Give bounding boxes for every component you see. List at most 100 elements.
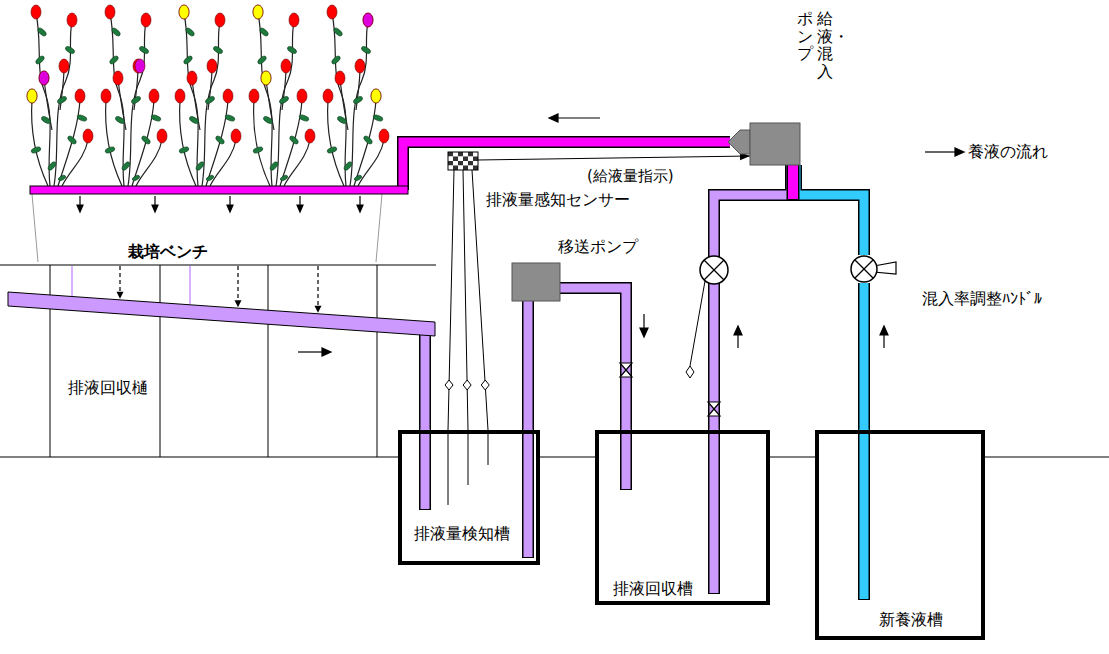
sensor-cell bbox=[458, 161, 463, 166]
pipe-outline bbox=[858, 283, 870, 430]
mixing-stub bbox=[788, 165, 798, 199]
cultivation-bench: 栽培ベンチ bbox=[30, 186, 408, 264]
text-holder: 栽培ベンチ bbox=[128, 242, 208, 261]
colored-flowers bbox=[179, 5, 189, 19]
pipe bbox=[421, 334, 430, 430]
in-tank-pipes bbox=[622, 429, 631, 489]
pipe bbox=[714, 165, 791, 430]
node-label: 混入率調整ﾊﾝﾄﾞﾙ bbox=[922, 289, 1042, 308]
bench-shape bbox=[30, 186, 408, 264]
pipe-connector bbox=[864, 283, 865, 430]
text-holder: 排液回収槽 bbox=[613, 579, 693, 598]
edge-label: (給液量指示) bbox=[585, 167, 676, 185]
pipe bbox=[560, 288, 626, 430]
bench-drip-arrows bbox=[77, 205, 83, 212]
arrowhead bbox=[315, 306, 322, 313]
sensor-cell bbox=[468, 157, 473, 162]
pipe-connector bbox=[528, 301, 529, 430]
dashed-line bbox=[119, 266, 120, 293]
pipe bbox=[524, 301, 533, 430]
text-holder: 排液量感知センサー bbox=[486, 190, 630, 209]
sensor-cell bbox=[458, 166, 463, 171]
colored-flowers bbox=[253, 5, 263, 19]
sensor-cell bbox=[448, 152, 453, 157]
signal-line bbox=[478, 152, 750, 160]
flow-arrows bbox=[549, 114, 558, 122]
transfer-pump: 移送ポンプ bbox=[512, 263, 560, 301]
sensor-wire bbox=[463, 170, 468, 430]
gutter-hangers bbox=[71, 266, 73, 296]
pipe-connector bbox=[425, 334, 426, 430]
sensor-cell bbox=[463, 152, 468, 157]
sensor-frame bbox=[448, 152, 478, 170]
text-holder: 排液量検知槽 bbox=[414, 524, 510, 543]
sensor-cell bbox=[453, 157, 458, 162]
valves bbox=[620, 363, 632, 377]
legend-sample bbox=[925, 148, 964, 156]
new-solution-tank: 新養液槽 bbox=[815, 430, 985, 640]
vertical-label: ポンプ bbox=[797, 10, 813, 63]
float-switch bbox=[445, 380, 453, 390]
ground-line bbox=[0, 457, 398, 458]
dashed-line bbox=[237, 266, 238, 301]
in-tank-pipes bbox=[710, 429, 719, 593]
bench-drip-arrows bbox=[297, 205, 303, 212]
sensor-cell bbox=[473, 157, 478, 162]
text-holder: 混入率調整ﾊﾝﾄﾞﾙ bbox=[922, 289, 1042, 308]
colored-flowers bbox=[371, 89, 381, 103]
pipe-connector bbox=[403, 142, 730, 190]
plants bbox=[101, 5, 167, 186]
mixing-stub bbox=[787, 164, 800, 201]
in-tank-pipes bbox=[620, 430, 632, 490]
legend-sample bbox=[925, 151, 956, 152]
sensor-cell bbox=[463, 161, 468, 166]
sensor-cell bbox=[473, 166, 478, 171]
sensor-wire bbox=[448, 170, 454, 430]
in-tank-pipes bbox=[421, 429, 430, 509]
bench-drip-arrows bbox=[227, 205, 233, 212]
sensor-shape bbox=[448, 152, 478, 170]
bench-drip-arrows bbox=[357, 205, 363, 212]
gutter-body bbox=[8, 292, 435, 336]
pipe-outline bbox=[796, 165, 864, 255]
mixpump-shape bbox=[728, 123, 800, 165]
sensor-cell bbox=[463, 157, 468, 162]
node-label: 新養液槽 bbox=[879, 610, 943, 629]
bench-side bbox=[32, 194, 38, 262]
circulation-pump bbox=[700, 256, 728, 284]
ground-line bbox=[985, 457, 1109, 458]
sensor-cell bbox=[473, 152, 478, 157]
bench-structure bbox=[377, 265, 378, 457]
colored-flowers bbox=[261, 71, 271, 85]
text-holder: 養液の流れ bbox=[968, 142, 1048, 161]
bench-structure bbox=[268, 265, 269, 457]
pipe-outline bbox=[522, 301, 534, 430]
bench-structure bbox=[160, 265, 161, 457]
gutter-shape bbox=[5, 288, 440, 338]
plants bbox=[27, 5, 93, 186]
circulation-pump bbox=[704, 260, 724, 280]
sensor-cell bbox=[448, 161, 453, 166]
bench-bed bbox=[30, 186, 408, 194]
bench-drip-arrows bbox=[152, 205, 158, 212]
bench-drip-arrows bbox=[77, 196, 363, 212]
flow-arrows bbox=[556, 117, 600, 118]
pump-body bbox=[750, 123, 800, 165]
valves bbox=[708, 402, 720, 416]
legend-text: 養液の流れ bbox=[968, 142, 1048, 161]
circulation-pump bbox=[686, 256, 728, 378]
circulation-pump bbox=[704, 260, 724, 280]
sensor-cell bbox=[448, 157, 453, 162]
sensor-wires-in-tank bbox=[488, 430, 489, 465]
plants bbox=[175, 5, 241, 186]
gutter-hangers bbox=[189, 266, 191, 304]
drain-sensor: 排液量感知センサー bbox=[448, 152, 478, 170]
drain-gutter: 排液回収樋 bbox=[5, 288, 440, 338]
colored-flowers bbox=[135, 59, 145, 73]
node-label: 栽培ベンチ bbox=[128, 242, 208, 261]
sensor-wires-in-tank bbox=[468, 430, 469, 485]
node-label: 排液量感知センサー bbox=[486, 190, 630, 209]
legend-sample bbox=[955, 148, 964, 156]
plants bbox=[249, 5, 315, 186]
